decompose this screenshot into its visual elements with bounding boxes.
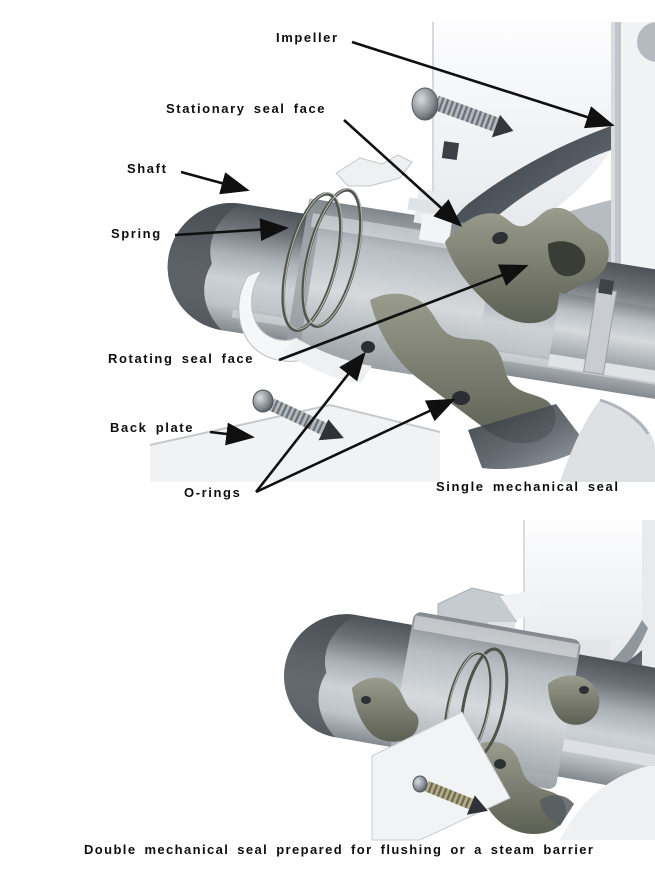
arrow-stationary-seal-face xyxy=(343,119,463,227)
arrow-o-ring-1 xyxy=(254,351,366,493)
caption-single-mechanical-seal: Single mechanical seal xyxy=(436,479,620,494)
shaft-right xyxy=(548,278,655,388)
rotating-seal-body xyxy=(370,293,556,444)
housing-edge xyxy=(615,22,621,334)
left-seal-body xyxy=(352,677,419,742)
label-impeller: Impeller xyxy=(276,30,339,45)
arrow-shaft xyxy=(180,170,250,195)
housing-foot-2 xyxy=(560,766,655,840)
caption-double-mechanical-seal: Double mechanical seal prepared for flus… xyxy=(84,842,595,857)
dark-hook xyxy=(540,795,574,826)
label-spring: Spring xyxy=(111,226,162,241)
impeller-housing-slab xyxy=(433,22,611,252)
o-ring-upper xyxy=(361,341,375,353)
double-seal-illustration xyxy=(284,520,655,841)
arrow-impeller xyxy=(351,40,615,129)
spring-coil xyxy=(281,188,363,332)
housing-edge-highlight xyxy=(611,22,615,332)
housing-hole xyxy=(441,141,460,161)
right-seal-oring xyxy=(579,686,589,694)
gland-foot xyxy=(468,404,588,470)
label-back-plate: Back plate xyxy=(110,420,195,435)
housing-column-side xyxy=(642,520,655,680)
arrow-rotating-seal-face xyxy=(278,264,529,362)
housing-foot xyxy=(560,400,655,482)
label-rotating-seal-face: Rotating seal face xyxy=(108,351,255,366)
o-ring-lower xyxy=(452,391,470,405)
screw-icon-2 xyxy=(412,775,488,815)
label-shaft: Shaft xyxy=(127,161,168,176)
single-seal-illustration xyxy=(149,22,655,482)
label-stationary-seal-face: Stationary seal face xyxy=(166,101,327,116)
flush-port-tab xyxy=(500,590,540,620)
bolt-icon xyxy=(411,87,514,138)
bottom-seal-oring xyxy=(494,759,506,769)
seal-notch xyxy=(492,231,508,245)
arrow-o-ring-2 xyxy=(255,398,456,494)
leader-arrows xyxy=(174,40,615,494)
seal-cavity xyxy=(548,241,586,277)
housing-foot-edge xyxy=(599,398,650,435)
label-o-rings: O-rings xyxy=(184,485,242,500)
arrow-back-plate xyxy=(209,422,255,446)
arrow-spring xyxy=(174,218,289,242)
housing-corner xyxy=(637,22,655,62)
left-seal-oring xyxy=(361,696,371,704)
screw-icon xyxy=(252,389,344,441)
